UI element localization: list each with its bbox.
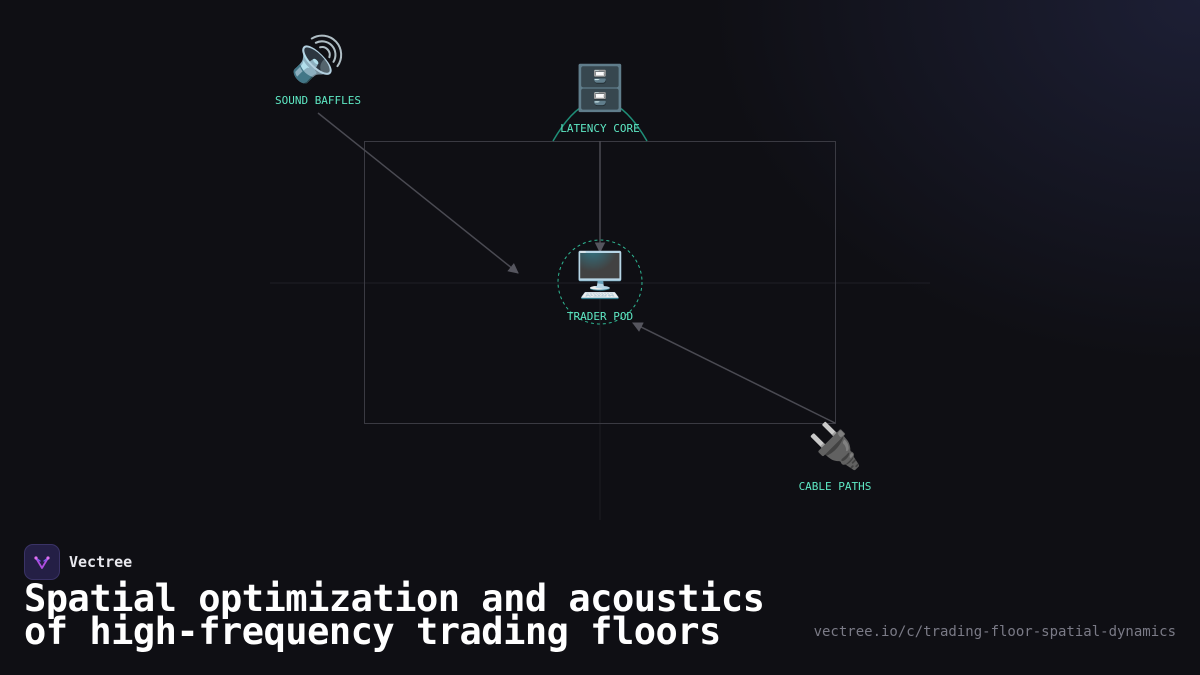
brand: Vectree <box>24 544 132 580</box>
electric-plug-icon: 🔌 <box>807 421 863 472</box>
latency-core-label: LATENCY CORE <box>560 122 639 135</box>
brand-name: Vectree <box>69 553 133 571</box>
trader-pod-label: TRADER POD <box>567 310 633 323</box>
sound-baffles-label: SOUND BAFFLES <box>275 94 361 107</box>
source-url[interactable]: vectree.io/c/trading-floor-spatial-dynam… <box>813 624 1176 640</box>
file-cabinet-icon: 🗄️ <box>572 63 628 114</box>
title-line-2: of high-frequency trading floors <box>24 610 721 653</box>
desktop-computer-icon: 🖥️ <box>572 250 628 301</box>
cable-paths-label: CABLE PATHS <box>799 480 872 493</box>
latency-core-arc <box>552 99 648 142</box>
page-title: Spatial optimization and acoustics of hi… <box>24 577 765 653</box>
vectree-logo-icon <box>24 544 60 580</box>
edge-cable-paths-to-trader-pod <box>632 322 836 424</box>
title-line-1: Spatial optimization and acoustics <box>24 577 765 620</box>
trader-pod-ring <box>557 239 643 325</box>
edge-sound-baffles-to-trader-pod <box>317 112 519 274</box>
speaker-icon: 🔊 <box>290 34 346 85</box>
